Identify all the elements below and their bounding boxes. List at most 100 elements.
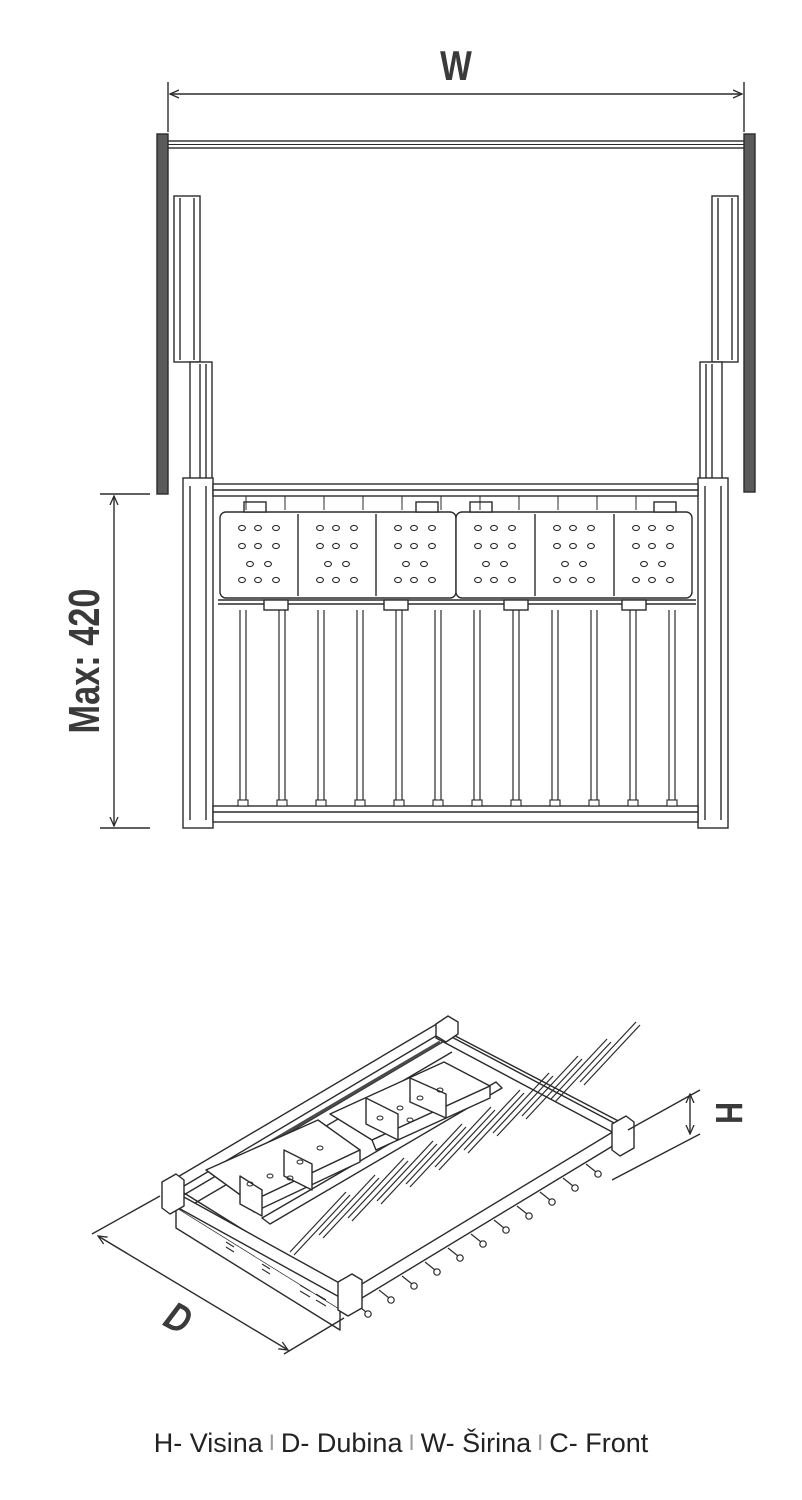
basket-hole — [332, 542, 340, 550]
iso-rod — [463, 1089, 521, 1151]
basket-hole — [579, 560, 587, 568]
left-cabinet-wall — [156, 133, 169, 495]
legend-item-width: W- Širina — [420, 1428, 532, 1458]
iso-rod — [467, 1092, 525, 1154]
basket-hole — [410, 576, 418, 584]
iso-hanger-rods — [289, 1021, 641, 1318]
basket-hole — [490, 542, 498, 550]
basket-hole — [632, 542, 640, 550]
iso-rod — [351, 1160, 409, 1222]
basket-hole — [553, 542, 561, 550]
basket-hole — [640, 560, 648, 568]
basket-hole — [561, 560, 569, 568]
basket-hole — [428, 542, 436, 550]
legend-separator: I — [537, 1430, 544, 1455]
basket-hole — [658, 560, 666, 568]
iso-rod — [405, 1123, 463, 1185]
right-guide-rail — [699, 195, 739, 481]
basket-hole — [666, 576, 674, 584]
basket-hole — [508, 542, 516, 550]
hanger-bar-end — [471, 799, 483, 807]
width-dimension: W — [167, 44, 745, 132]
basket-hole — [254, 542, 262, 550]
iso-basket-hole — [436, 1087, 444, 1093]
basket-hole — [410, 524, 418, 532]
iso-baskets — [205, 1061, 491, 1217]
iso-rod — [318, 1174, 376, 1236]
iso-rod-knob — [364, 1310, 372, 1318]
basket-hole — [402, 560, 410, 568]
basket-row — [219, 501, 693, 611]
basket-hole — [569, 542, 577, 550]
iso-rod — [583, 1024, 641, 1086]
basket-hole — [272, 542, 280, 550]
iso-rod-peg — [539, 1191, 551, 1201]
height-label: H — [707, 1102, 749, 1124]
legend-separator: I — [268, 1430, 275, 1455]
iso-cap-left — [161, 1173, 185, 1215]
drawer-frame — [182, 477, 729, 829]
depth-label: Max: 420 — [60, 589, 109, 734]
iso-view: H D — [91, 1015, 749, 1355]
iso-rod — [492, 1072, 550, 1134]
iso-cap-right — [611, 1115, 635, 1157]
hanger-bar-end — [237, 799, 249, 807]
basket-hole — [332, 524, 340, 532]
basket-hole — [587, 542, 595, 550]
iso-rod-knob — [410, 1282, 418, 1290]
hanger-bar-end — [354, 799, 366, 807]
basket-hole — [428, 524, 436, 532]
iso-rod — [409, 1126, 467, 1188]
basket-hole — [474, 542, 482, 550]
iso-basket-holes — [246, 1087, 444, 1187]
iso-basket-hole — [376, 1115, 384, 1121]
basket-hole — [254, 524, 262, 532]
iso-rod-knob — [433, 1268, 441, 1276]
hanger-bar-end — [549, 799, 561, 807]
basket-hole — [316, 524, 324, 532]
iso-rod-peg — [378, 1289, 390, 1299]
basket-hole — [474, 524, 482, 532]
basket-hole — [254, 576, 262, 584]
basket-holes — [238, 524, 674, 584]
basket-hole — [553, 576, 561, 584]
basket-hole — [553, 524, 561, 532]
iso-rod-knob — [456, 1254, 464, 1262]
iso-rod-knob — [571, 1184, 579, 1192]
basket-hole — [648, 542, 656, 550]
iso-rod — [579, 1021, 637, 1083]
iso-front-rail — [351, 1129, 617, 1305]
iso-rod — [554, 1041, 612, 1103]
iso-rod-peg — [516, 1205, 528, 1215]
basket-hole — [648, 524, 656, 532]
basket-hole — [508, 576, 516, 584]
basket-hole — [587, 524, 595, 532]
iso-rod — [550, 1038, 608, 1100]
depth-label-iso: D — [157, 1293, 199, 1344]
iso-basket-hole — [246, 1181, 254, 1187]
basket-hole — [428, 576, 436, 584]
basket-hole — [666, 524, 674, 532]
depth-dimension: Max: 420 — [60, 493, 150, 829]
basket-hole — [508, 524, 516, 532]
iso-rod — [293, 1194, 351, 1256]
basket-hole — [324, 560, 332, 568]
basket-hole — [490, 524, 498, 532]
hanger-bars — [237, 496, 678, 807]
basket-hole — [569, 576, 577, 584]
iso-rod — [438, 1109, 496, 1171]
hanger-bar-end — [432, 799, 444, 807]
iso-rod — [525, 1058, 583, 1120]
iso-rod — [376, 1140, 434, 1202]
iso-rod-knob — [479, 1240, 487, 1248]
top-view: W — [60, 44, 756, 829]
basket-hole — [316, 576, 324, 584]
basket-hole — [350, 524, 358, 532]
legend-item-height: H- Visina — [153, 1428, 263, 1458]
basket-hole — [666, 542, 674, 550]
basket-hole — [342, 560, 350, 568]
hanger-bar-end — [393, 799, 405, 807]
iso-rod-peg — [562, 1177, 574, 1187]
